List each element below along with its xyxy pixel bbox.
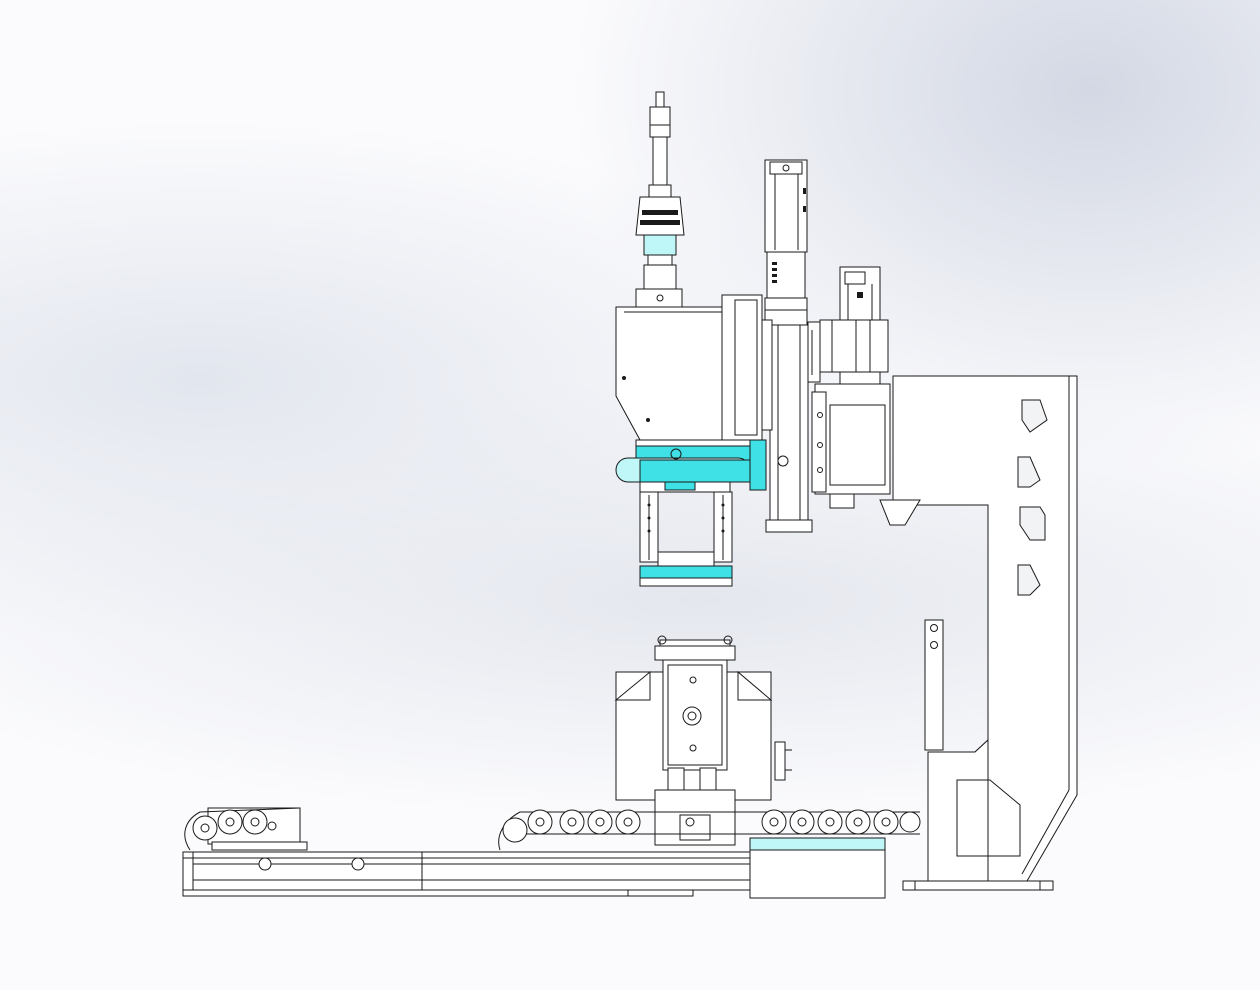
rotary-fixture bbox=[614, 635, 792, 846]
cable-chain-right bbox=[498, 809, 921, 851]
vertical-linear-axis bbox=[765, 321, 821, 533]
servo-motor-horizontal bbox=[811, 266, 921, 526]
gripper-fork bbox=[639, 491, 733, 587]
rail-carriage bbox=[749, 837, 886, 899]
gantry-column bbox=[892, 375, 1078, 891]
cyan-clamp-ring bbox=[615, 439, 767, 493]
wire-feeder-housing bbox=[615, 294, 773, 441]
servo-motor-vertical bbox=[764, 159, 808, 331]
welding-torch bbox=[635, 91, 685, 308]
cable-chain-left bbox=[184, 807, 308, 851]
base-linear-rail bbox=[182, 851, 751, 897]
